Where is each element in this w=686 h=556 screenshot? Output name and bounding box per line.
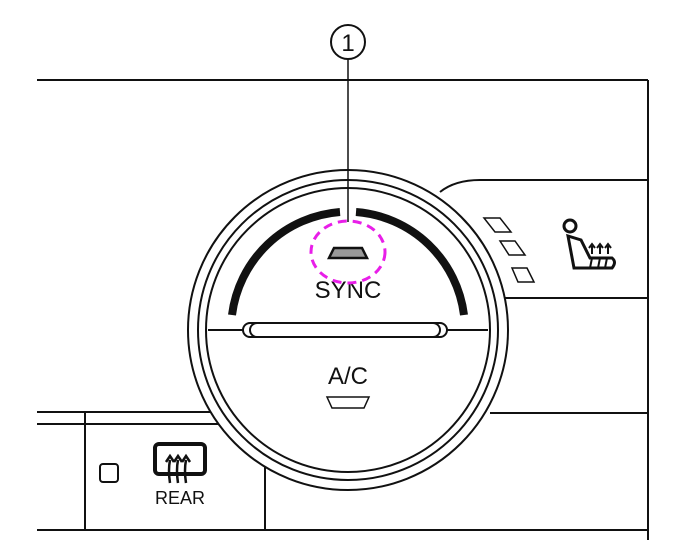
knob-arc [228,208,341,316]
sync-label: SYNC [315,277,382,304]
divider-bar [242,322,448,338]
panel-outline [37,79,649,540]
seat-heater-icon[interactable] [562,218,616,270]
rear-label: REAR [155,488,205,508]
svg-text:1: 1 [341,30,354,57]
rear-defrost-icon [153,442,207,476]
callout: 1 [330,24,366,222]
ac-indicator-icon [325,396,371,409]
highlight-circle [309,219,387,285]
seat-heater-level-indicators [482,217,536,283]
ac-label: A/C [328,363,368,390]
indicator-lamp-icon [326,246,370,260]
rear-indicator-lamp [99,463,119,483]
rear-defrost-button[interactable]: REAR [153,442,207,508]
